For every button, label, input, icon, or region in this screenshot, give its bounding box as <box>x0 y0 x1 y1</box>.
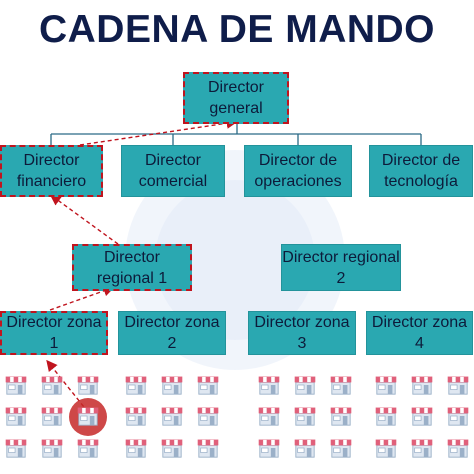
store-icon <box>258 407 280 426</box>
store-icon <box>258 376 280 395</box>
store-icon <box>447 376 469 395</box>
node-director-zona-3: Director zona 3 <box>248 311 356 355</box>
store-icon <box>375 376 397 395</box>
store-icon <box>5 376 27 395</box>
store-icon <box>77 376 99 395</box>
store-icon <box>197 376 219 395</box>
node-director-regional-1: Director regional 1 <box>72 244 192 291</box>
store-icon <box>5 407 27 426</box>
node-label: Director regional 1 <box>96 248 168 287</box>
store-icon <box>294 407 316 426</box>
node-label: Director comercial <box>138 152 208 190</box>
store-icon <box>161 439 183 458</box>
store-icon <box>411 439 433 458</box>
node-label: Director zona 3 <box>254 314 350 352</box>
store-icon <box>197 407 219 426</box>
page-title: CADENA DE MANDO <box>38 8 436 51</box>
store-icon <box>125 376 147 395</box>
escalation-arrow-financiero <box>79 117 238 146</box>
store-icon <box>125 439 147 458</box>
store-icon <box>125 407 147 426</box>
store-icon <box>447 407 469 426</box>
store-icon <box>375 407 397 426</box>
node-director-zona-4: Director zona 4 <box>366 311 473 355</box>
store-icon <box>411 376 433 395</box>
store-icon <box>77 439 99 458</box>
node-label: Director de tecnología <box>381 152 461 190</box>
store-icon <box>447 439 469 458</box>
node-label: Director zona 2 <box>124 314 220 352</box>
store-icon <box>41 376 63 395</box>
store-icon <box>375 439 397 458</box>
node-label: Director financiero <box>16 152 87 190</box>
node-director-comercial: Director comercial <box>121 145 225 197</box>
node-label: Director zona 1 <box>6 314 102 352</box>
node-label: Director de operaciones <box>254 152 342 190</box>
store-icon <box>294 439 316 458</box>
node-director-general: Director general <box>183 72 289 124</box>
node-director-financiero: Director financiero <box>0 145 103 197</box>
escalation-arrow-regional <box>49 194 119 245</box>
node-director-regional-2: Director regional 2 <box>281 244 401 291</box>
node-director-zona-2: Director zona 2 <box>118 311 226 355</box>
store-icon <box>5 439 27 458</box>
node-director-tecnologia: Director de tecnología <box>369 145 473 197</box>
store-icon <box>161 407 183 426</box>
store-icon <box>258 439 280 458</box>
store-icon <box>77 407 99 426</box>
store-icon <box>161 376 183 395</box>
store-icon <box>197 439 219 458</box>
store-icon <box>41 407 63 426</box>
store-icon <box>411 407 433 426</box>
store-icon <box>41 439 63 458</box>
store-icon <box>330 407 352 426</box>
node-label: Director general <box>207 79 264 117</box>
store-icon <box>330 376 352 395</box>
node-director-operaciones: Director de operaciones <box>244 145 352 197</box>
escalation-arrow-zona <box>49 285 115 311</box>
store-icon <box>294 376 316 395</box>
store-icon <box>330 439 352 458</box>
node-label: Director zona 4 <box>371 314 468 352</box>
node-director-zona-1: Director zona 1 <box>0 311 108 355</box>
node-label: Director regional 2 <box>282 248 400 287</box>
